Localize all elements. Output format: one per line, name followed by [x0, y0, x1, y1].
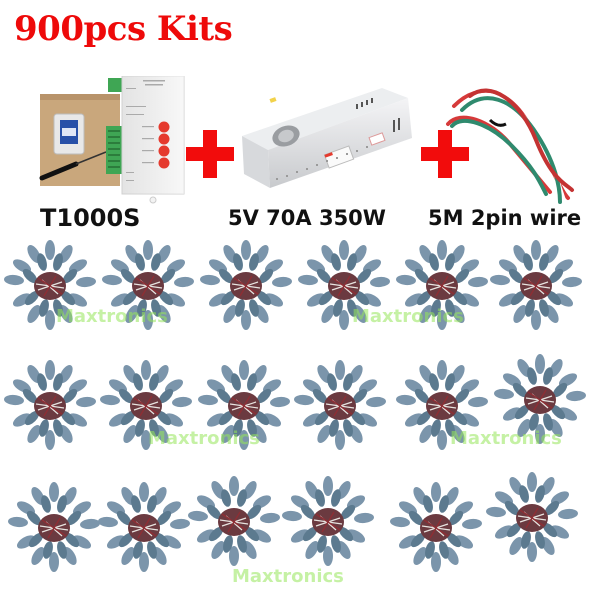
led-bundle	[294, 359, 386, 451]
led-bundle	[98, 481, 190, 573]
led-bundle	[390, 481, 482, 573]
led-bundle	[490, 239, 582, 331]
plus-icon	[421, 130, 469, 178]
watermark: Maxtronics	[450, 428, 562, 449]
led-bundle	[188, 475, 280, 567]
watermark: Maxtronics	[352, 306, 464, 327]
led-bundle	[200, 239, 292, 331]
power-supply-image	[230, 80, 420, 190]
led-bundle	[486, 471, 578, 563]
controller-label: T1000S	[40, 204, 141, 232]
led-bundle	[4, 359, 96, 451]
watermark: Maxtronics	[148, 428, 260, 449]
led-bundle	[282, 475, 374, 567]
plus-icon	[186, 130, 234, 178]
watermark: Maxtronics	[232, 566, 344, 587]
page-title: 900pcs Kits	[14, 9, 233, 49]
wire-label: 5M 2pin wire	[428, 206, 582, 230]
wire-image	[440, 80, 580, 210]
led-bundle	[8, 481, 100, 573]
controller-image	[38, 75, 188, 204]
power-supply-label: 5V 70A 350W	[228, 206, 386, 230]
watermark: Maxtronics	[56, 306, 168, 327]
